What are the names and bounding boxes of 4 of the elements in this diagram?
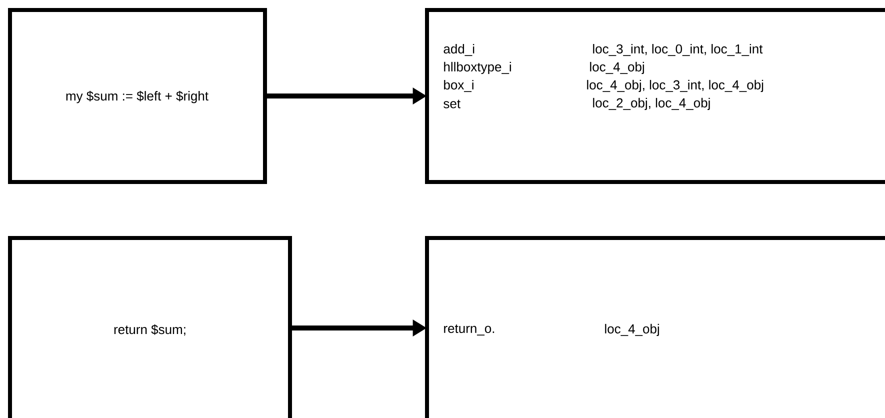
code-box: return_o. loc_4_obj: [425, 236, 885, 418]
code-box: add_i loc_3_int, loc_0_int, loc_1_int hllboxtype_i loc_4_obj box_i loc_4_obj, loc_3_int, loc_4_obj set loc_2_obj, loc_4_obj: [425, 8, 885, 184]
code-box: return $sum;: [8, 236, 292, 418]
code-box: my $sum := $left + $right: [8, 8, 267, 184]
